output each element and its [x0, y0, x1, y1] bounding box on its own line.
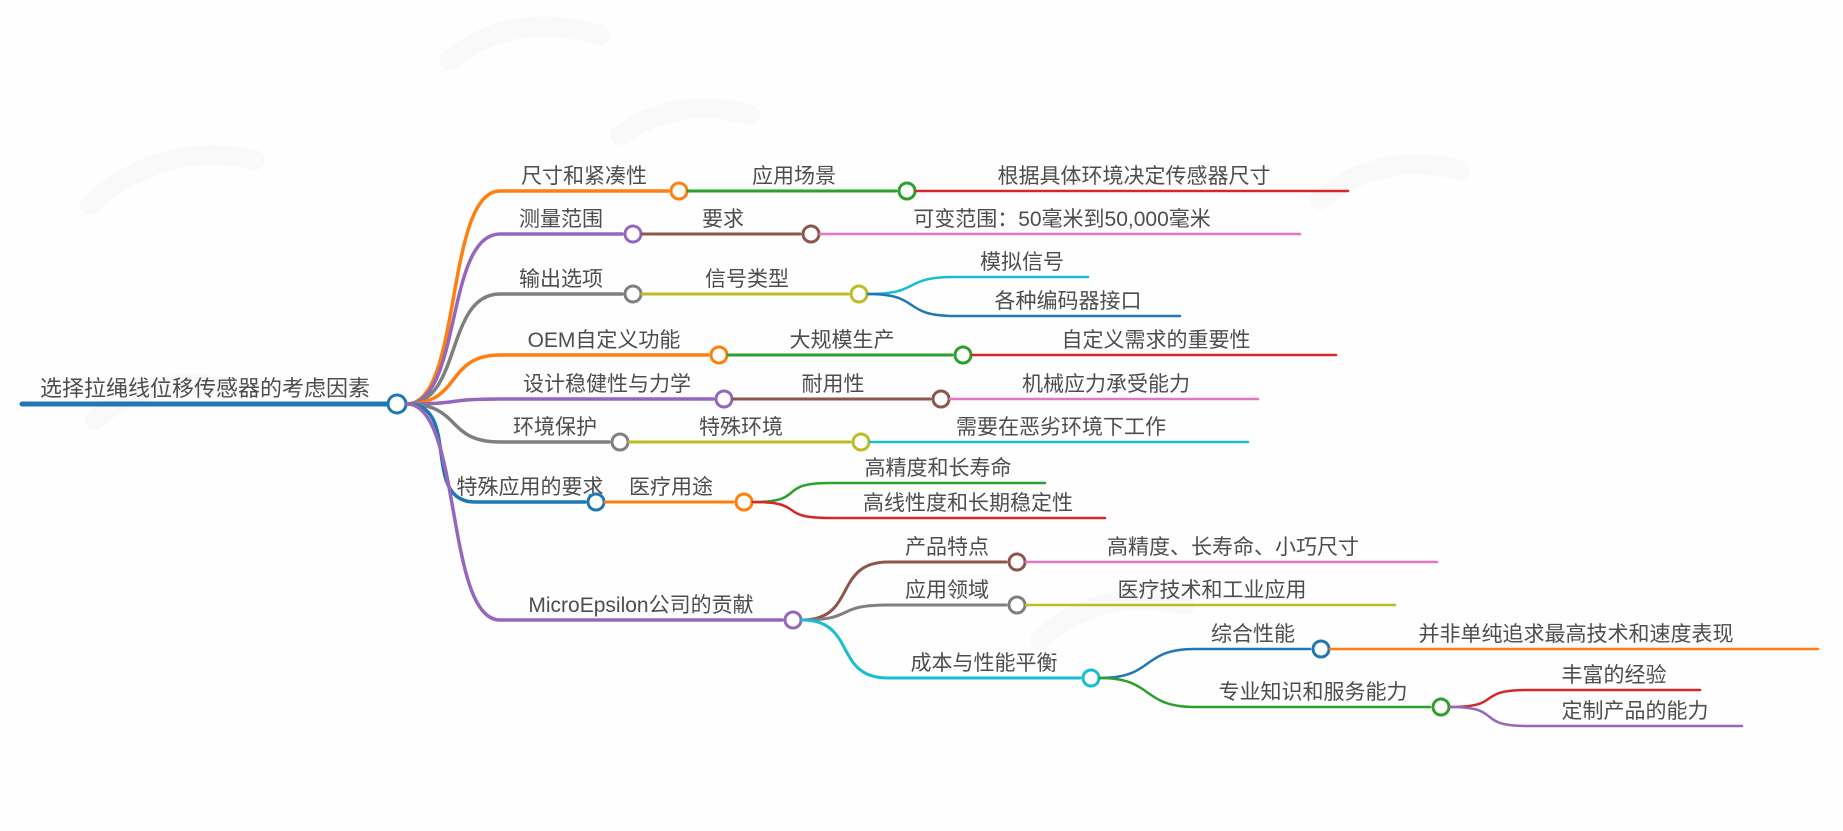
branch-1-child-0-child-0-label: 可变范围：50毫米到50,000毫米	[913, 208, 1211, 231]
branch-4-child-0-child-0-label: 机械应力承受能力	[1022, 373, 1190, 396]
root-node-toggle[interactable]	[386, 393, 408, 415]
branch-2-child-0-child-1-line	[866, 292, 1182, 318]
branch-2-toggle[interactable]	[623, 284, 643, 304]
branch-0-child-0-toggle[interactable]	[897, 181, 917, 201]
branch-5-toggle[interactable]	[610, 432, 630, 452]
branch-7-line	[405, 402, 784, 622]
root-node-label: 选择拉绳线位移传感器的考虑因素	[40, 376, 370, 401]
branch-6-label: 特殊应用的要求	[457, 476, 604, 499]
branch-7-child-2-child-0-child-0-label: 并非单纯追求最高技术和速度表现	[1419, 623, 1734, 646]
branch-3-child-0-toggle[interactable]	[953, 345, 973, 365]
branch-6-child-0-child-1-label: 高线性度和长期稳定性	[863, 492, 1073, 515]
branch-3-toggle[interactable]	[709, 345, 729, 365]
branch-6-toggle[interactable]	[586, 492, 606, 512]
branch-2-label: 输出选项	[519, 268, 603, 291]
branch-7-child-2-child-1-child-1-label: 定制产品的能力	[1562, 700, 1709, 723]
branch-7-child-1-line	[800, 603, 1008, 622]
branch-3-child-0-label: 大规模生产	[790, 329, 895, 352]
branch-1-child-0-label: 要求	[702, 208, 744, 231]
branch-6-child-0-label: 医疗用途	[629, 476, 713, 499]
branch-7-child-1-label: 应用领域	[905, 579, 989, 602]
branch-4-toggle[interactable]	[714, 389, 734, 409]
branch-7-label: MicroEpsilon公司的贡献	[528, 594, 753, 617]
branch-0-child-0-label: 应用场景	[752, 165, 836, 188]
branch-7-child-0-child-0-label: 高精度、长寿命、小巧尺寸	[1107, 536, 1359, 559]
watermark-swoosh	[1310, 154, 1470, 210]
branch-7-child-2-child-0-label: 综合性能	[1211, 623, 1295, 646]
watermark-swoosh	[80, 145, 265, 215]
branch-7-child-2-child-1-toggle[interactable]	[1431, 697, 1451, 717]
branch-6-child-0-child-0-label: 高精度和长寿命	[865, 457, 1012, 480]
branch-5-child-0-toggle[interactable]	[851, 432, 871, 452]
branch-4-label: 设计稳健性与力学	[523, 373, 691, 396]
branch-3-child-0-child-0-label: 自定义需求的重要性	[1062, 329, 1251, 352]
branch-3-line	[405, 353, 710, 406]
branch-7-child-2-child-1-line	[1098, 676, 1432, 709]
branch-7-child-2-label: 成本与性能平衡	[911, 652, 1058, 675]
branch-7-child-0-toggle[interactable]	[1007, 552, 1027, 572]
branch-5-child-0-label: 特殊环境	[699, 416, 783, 439]
branch-7-child-2-child-0-line	[1098, 647, 1312, 680]
branch-2-child-0-child-0-line	[866, 275, 1090, 296]
branch-5-line	[405, 402, 611, 444]
branch-7-child-2-child-1-child-0-line	[1448, 688, 1702, 709]
branch-2-line	[405, 292, 624, 406]
branch-7-toggle[interactable]	[783, 610, 803, 630]
branch-1-label: 测量范围	[519, 208, 603, 231]
branch-0-toggle[interactable]	[669, 181, 689, 201]
branch-0-child-0-child-0-label: 根据具体环境决定传感器尺寸	[998, 165, 1271, 188]
branch-2-child-0-child-1-label: 各种编码器接口	[995, 290, 1142, 313]
branch-7-child-2-child-0-toggle[interactable]	[1311, 639, 1331, 659]
branch-4-line	[405, 397, 715, 406]
branch-2-child-0-label: 信号类型	[705, 268, 789, 291]
branch-7-child-2-line	[800, 618, 1082, 680]
branch-7-child-1-child-0-label: 医疗技术和工业应用	[1118, 579, 1307, 602]
branch-7-child-1-toggle[interactable]	[1007, 595, 1027, 615]
branch-5-child-0-child-0-label: 需要在恶劣环境下工作	[956, 416, 1166, 439]
branch-1-child-0-toggle[interactable]	[801, 224, 821, 244]
branch-7-child-2-child-1-label: 专业知识和服务能力	[1219, 681, 1408, 704]
branch-3-label: OEM自定义功能	[528, 329, 681, 352]
branch-1-toggle[interactable]	[623, 224, 643, 244]
branch-7-child-2-toggle[interactable]	[1081, 668, 1101, 688]
nodes-layer: 选择拉绳线位移传感器的考虑因素 尺寸和紧凑性 应用场景 根据具体环境决定传感器尺寸测量…	[19, 165, 1820, 728]
branch-4-child-0-toggle[interactable]	[931, 389, 951, 409]
branch-6-child-0-child-1-line	[751, 500, 1107, 520]
branch-6-child-0-toggle[interactable]	[734, 492, 754, 512]
branch-7-child-2-child-1-child-0-label: 丰富的经验	[1562, 664, 1667, 687]
watermark-swoosh	[610, 98, 760, 145]
branch-1-line	[405, 232, 624, 406]
watermark-swoosh	[85, 374, 245, 430]
branch-4-child-0-label: 耐用性	[802, 373, 865, 396]
branch-7-child-0-line	[800, 560, 1008, 622]
watermark-swoosh	[440, 16, 610, 70]
branch-6-child-0-child-0-line	[751, 481, 1047, 504]
branch-2-child-0-toggle[interactable]	[849, 284, 869, 304]
branch-7-child-2-child-1-child-1-line	[1448, 705, 1744, 728]
branch-7-child-0-label: 产品特点	[905, 536, 989, 559]
branch-5-label: 环境保护	[513, 416, 597, 439]
branch-0-label: 尺寸和紧凑性	[521, 165, 647, 188]
branch-2-child-0-child-0-label: 模拟信号	[980, 251, 1064, 274]
